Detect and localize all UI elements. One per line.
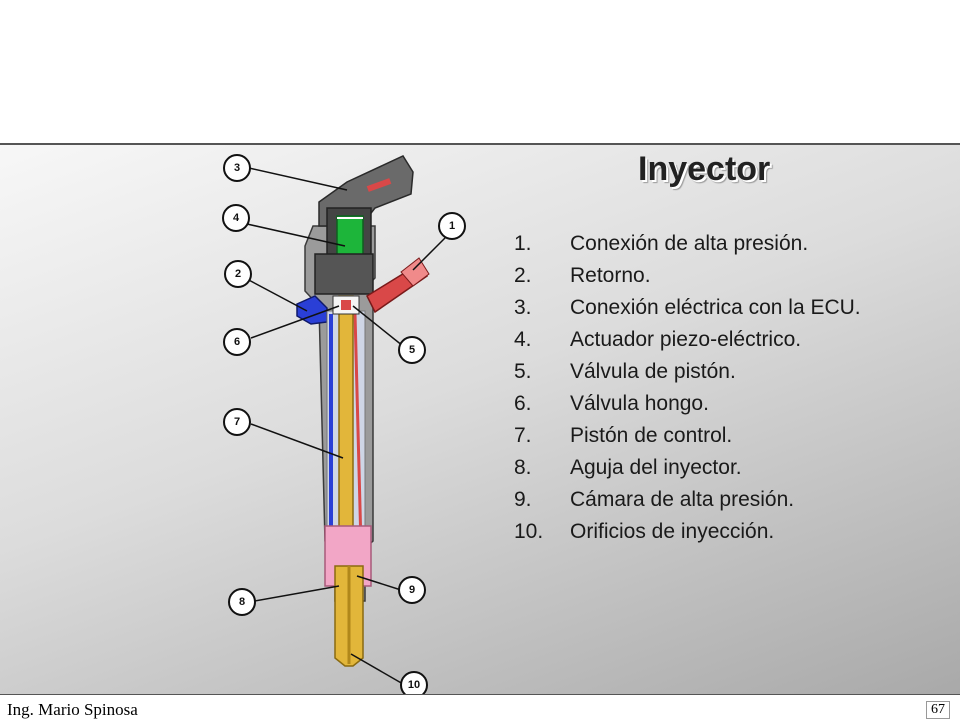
list-item: 3. Conexión eléctrica con la ECU. [514,292,861,324]
list-item-label: Conexión eléctrica con la ECU. [570,296,861,319]
footer-author: Ing. Mario Spinosa [7,700,138,719]
list-item-number: 4. [514,328,532,351]
slide-panel [0,145,960,694]
list-item-number: 2. [514,264,532,287]
list-item-number: 7. [514,424,532,447]
leader-8 [248,585,340,603]
list-item-number: 10. [514,520,544,543]
top-divider [0,143,960,145]
list-item: 6. Válvula hongo. [514,388,861,420]
list-item-number: 1. [514,232,532,255]
leader-5 [352,305,404,347]
leader-10 [350,653,404,685]
return-line [329,314,333,544]
leader-2 [244,277,308,312]
inlet-fitting [400,257,430,287]
list-item: 2. Retorno. [514,260,861,292]
list-item-label: Válvula de pistón. [570,360,736,383]
injector-diagram [244,155,450,685]
list-item-number: 8. [514,456,532,479]
callout-2: 2 [224,260,252,288]
mushroom-valve [341,300,351,310]
callout-4: 4 [222,204,250,232]
list-item: 1. Conexión de alta presión. [514,228,861,260]
callout-5: 5 [398,336,426,364]
list-item: 7. Pistón de control. [514,420,861,452]
page-number: 67 [926,701,950,719]
list-item-number: 5. [514,360,532,383]
leader-7 [250,423,344,459]
callout-8: 8 [228,588,256,616]
list-item-label: Retorno. [570,264,651,287]
bottom-divider [0,694,960,695]
callout-7: 7 [223,408,251,436]
connector-pin [366,178,392,192]
list-item: 5. Válvula de pistón. [514,356,861,388]
leader-6 [250,305,340,339]
list-item-label: Cámara de alta presión. [570,488,795,511]
top-blank-band [0,0,960,143]
high-pressure-line [353,313,363,547]
list-item: 10. Orificios de inyección. [514,516,861,548]
list-item: 4. Actuador piezo-eléctrico. [514,324,861,356]
list-item-label: Orificios de inyección. [570,520,775,543]
callout-1: 1 [438,212,466,240]
upper-body-block [314,253,374,295]
callout-9: 9 [398,576,426,604]
list-item-number: 6. [514,392,532,415]
parts-list: 1. Conexión de alta presión. 2. Retorno. 3… [514,228,861,548]
list-item-label: Pistón de control. [570,424,733,447]
list-item: 8. Aguja del inyector. [514,452,861,484]
list-item-label: Actuador piezo-eléctrico. [570,328,802,351]
list-item-label: Válvula hongo. [570,392,709,415]
leader-3 [248,167,348,191]
list-item-number: 9. [514,488,532,511]
list-item-label: Conexión de alta presión. [570,232,809,255]
leader-9 [356,575,402,591]
list-item-label: Aguja del inyector. [570,456,742,479]
callout-3: 3 [223,154,251,182]
slide-title: Inyector [638,150,771,188]
list-item-number: 3. [514,296,532,319]
callout-6: 6 [223,328,251,356]
footer [0,695,960,720]
list-item: 9. Cámara de alta presión. [514,484,861,516]
leader-4 [246,223,346,247]
